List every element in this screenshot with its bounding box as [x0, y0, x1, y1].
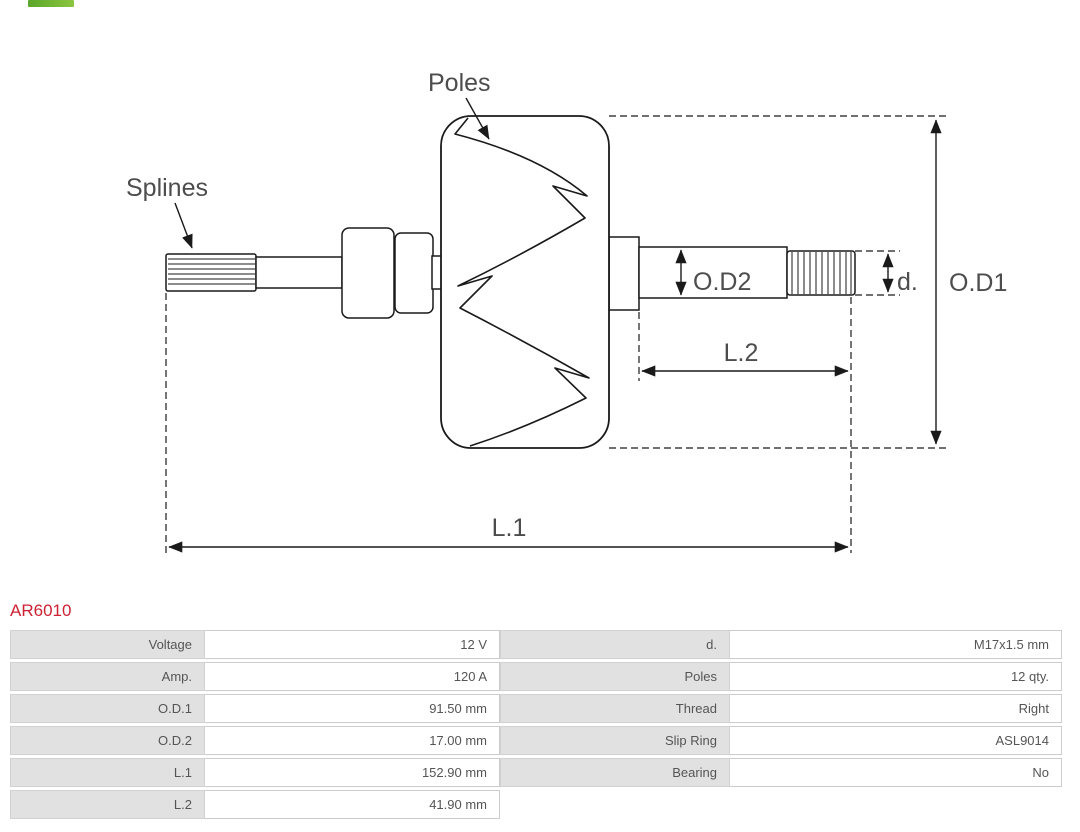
poles-leader-arrow: [465, 97, 490, 140]
as-pl-logo: [28, 0, 74, 7]
table-row: Bearing No: [500, 758, 1062, 787]
spec-value: 41.90 mm: [205, 790, 500, 819]
rotor-technical-drawing: Poles Splines O.D2 d. O.D1 L.2 L.1: [126, 69, 1007, 553]
table-row: Amp. 120 A: [10, 662, 500, 691]
collar-large: [341, 227, 395, 319]
spec-value: ASL9014: [730, 726, 1062, 755]
spec-label: Poles: [500, 662, 730, 691]
splines-leader-arrow: [174, 202, 193, 249]
extension-lines: [165, 115, 946, 553]
right-shaft: [638, 246, 788, 299]
threaded-end: [786, 250, 856, 296]
spec-value: Right: [730, 694, 1062, 723]
l1-label: L.1: [492, 514, 527, 542]
spec-label: L.1: [10, 758, 205, 787]
table-row: O.D.1 91.50 mm: [10, 694, 500, 723]
spec-table-left: Voltage 12 V Amp. 120 A O.D.1 91.50 mm O…: [10, 630, 500, 822]
left-shaft: [255, 256, 343, 289]
spec-label: O.D.1: [10, 694, 205, 723]
spec-value: 152.90 mm: [205, 758, 500, 787]
spec-value: M17x1.5 mm: [730, 630, 1062, 659]
spec-value: 12 qty.: [730, 662, 1062, 691]
spec-value: 12 V: [205, 630, 500, 659]
table-row: Voltage 12 V: [10, 630, 500, 659]
spec-table-right: d. M17x1.5 mm Poles 12 qty. Thread Right…: [500, 630, 1062, 790]
dimension-lines: [168, 97, 942, 553]
table-row: O.D.2 17.00 mm: [10, 726, 500, 755]
splines-label: Splines: [126, 174, 208, 202]
spec-table: Voltage 12 V Amp. 120 A O.D.1 91.50 mm O…: [10, 630, 1062, 822]
part-number: AR6010: [10, 601, 72, 620]
table-row: d. M17x1.5 mm: [500, 630, 1062, 659]
splined-shaft: [165, 253, 257, 292]
table-row: Slip Ring ASL9014: [500, 726, 1062, 755]
spec-label: L.2: [10, 790, 205, 819]
poles-label: Poles: [428, 69, 491, 97]
spec-value: 120 A: [205, 662, 500, 691]
spec-label: Bearing: [500, 758, 730, 787]
d-label: d.: [897, 268, 918, 296]
spec-value: 17.00 mm: [205, 726, 500, 755]
pole-pack: [440, 115, 610, 449]
spec-label: O.D.2: [10, 726, 205, 755]
od2-label: O.D2: [693, 268, 751, 296]
table-row: L.1 152.90 mm: [10, 758, 500, 787]
collar-small: [394, 232, 434, 314]
spec-label: Slip Ring: [500, 726, 730, 755]
spec-value: No: [730, 758, 1062, 787]
spec-label: Thread: [500, 694, 730, 723]
table-row: Thread Right: [500, 694, 1062, 723]
spec-label: Amp.: [10, 662, 205, 691]
spec-value: 91.50 mm: [205, 694, 500, 723]
spec-label: Voltage: [10, 630, 205, 659]
table-row: Poles 12 qty.: [500, 662, 1062, 691]
rotor-body: [165, 115, 856, 449]
l2-label: L.2: [724, 339, 759, 367]
table-row: L.2 41.90 mm: [10, 790, 500, 819]
od1-label: O.D1: [949, 269, 1007, 297]
right-collar: [608, 236, 640, 311]
claw-pole-pattern: [454, 117, 590, 447]
spec-label: d.: [500, 630, 730, 659]
